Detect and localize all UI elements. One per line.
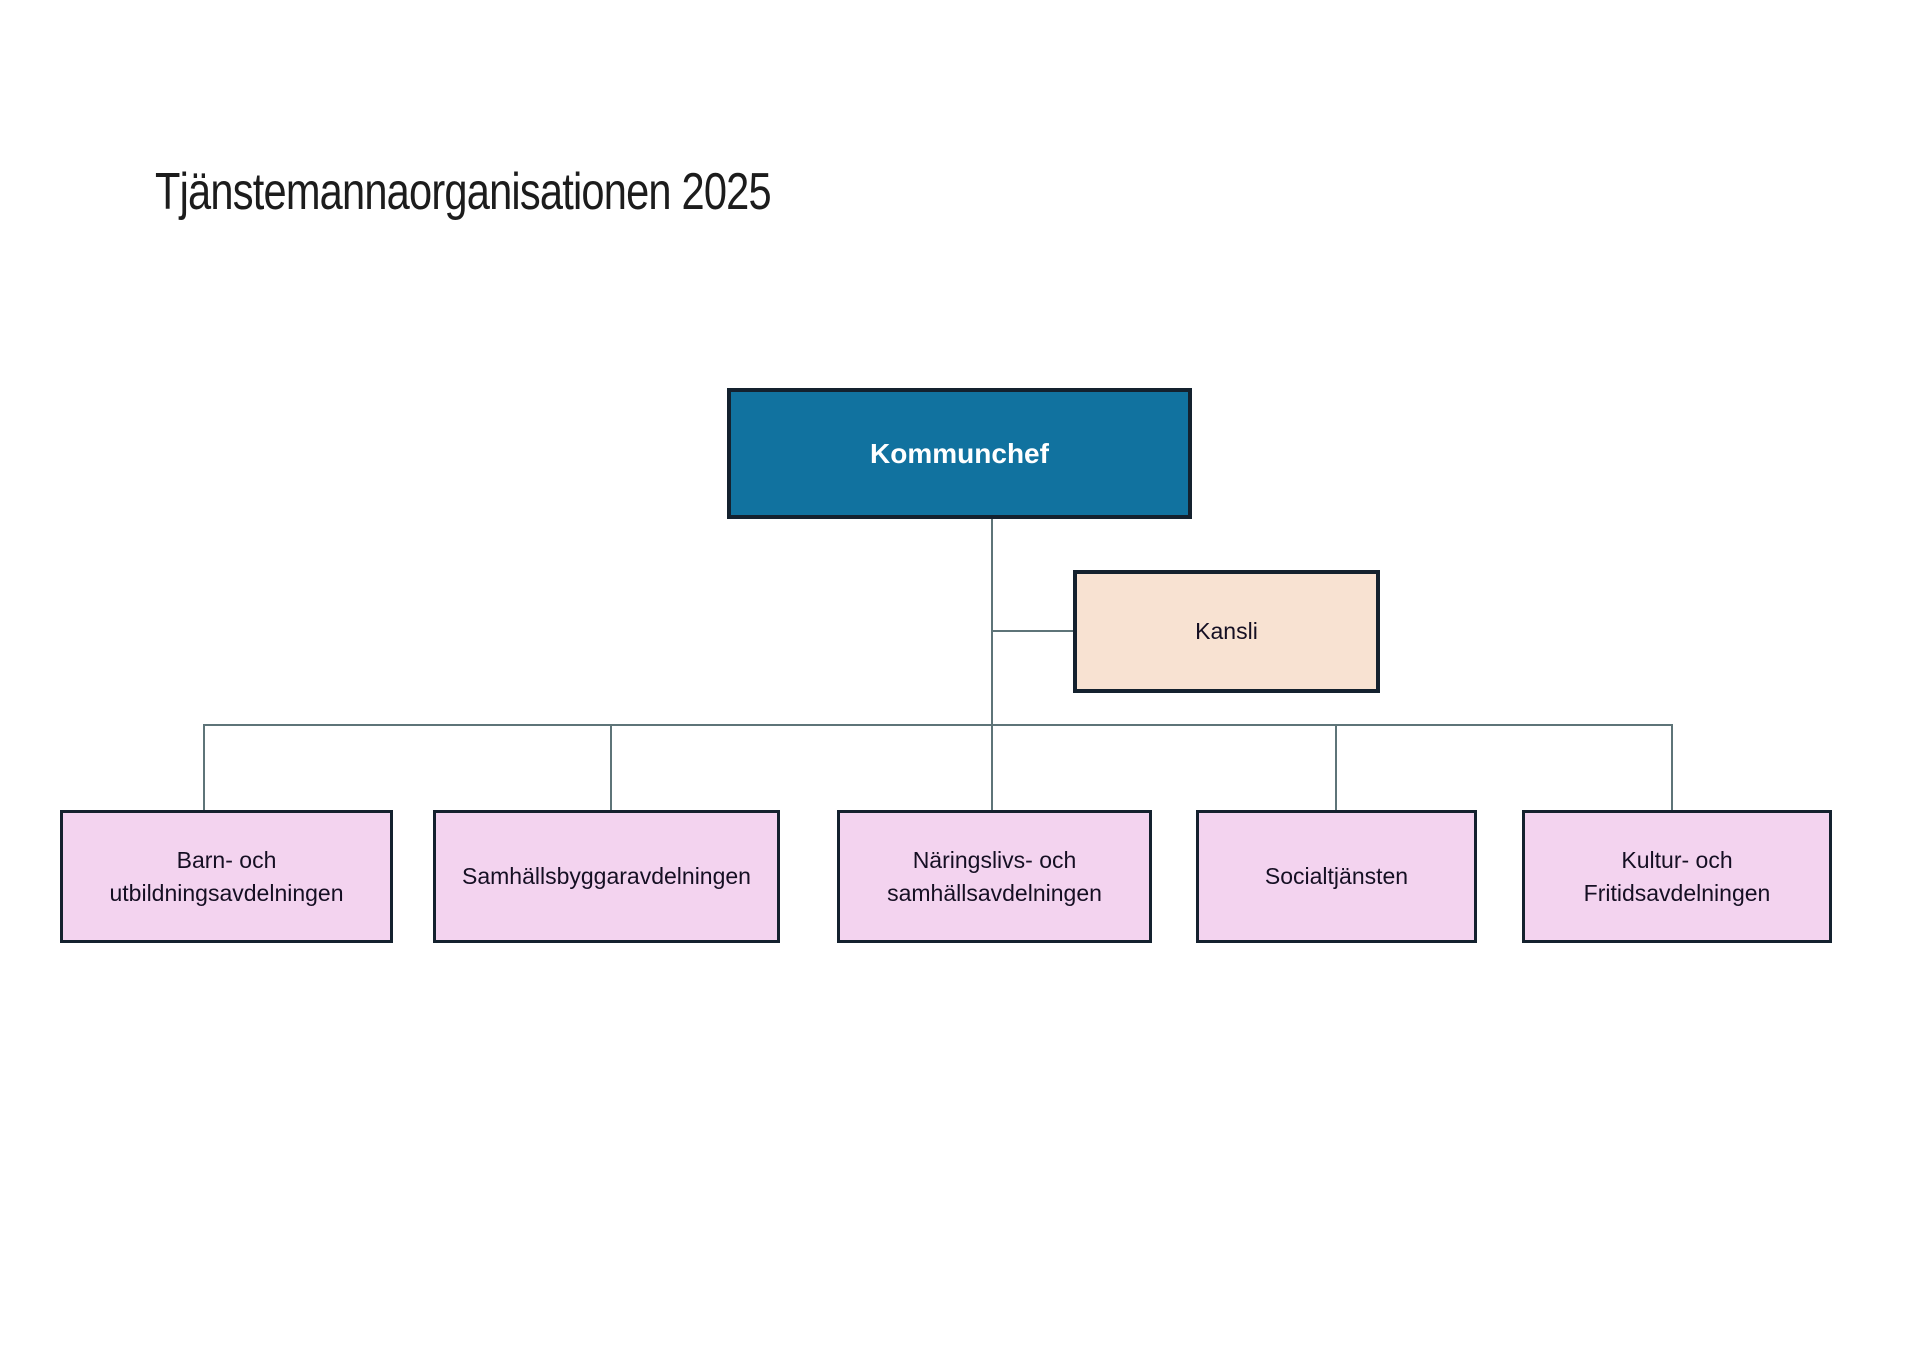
- node-dept-label-line1: Socialtjänsten: [1264, 863, 1409, 889]
- connector-trunk: [991, 519, 993, 810]
- node-kommunchef: Kommunchef: [727, 388, 1192, 519]
- node-kansli: Kansli: [1073, 570, 1380, 693]
- node-dept-kultur-och-fritids: Kultur- och Fritidsavdelningen: [1522, 810, 1832, 943]
- connector-kansli-stub: [991, 630, 1073, 632]
- node-kansli-label: Kansli: [1195, 618, 1258, 644]
- connector-bus: [203, 724, 1671, 726]
- node-dept-label-line1: Barn- och: [176, 846, 277, 873]
- node-dept-label-line1: Kultur- och: [1621, 846, 1733, 873]
- node-dept-barn-och-utbildning: Barn- och utbildningsavdelningen: [60, 810, 393, 943]
- node-dept-naringslivs-och-samhalls: Näringslivs- och samhällsavdelningen: [837, 810, 1152, 943]
- node-dept-label-line1: Samhällsbyggaravdelningen: [462, 863, 751, 889]
- connector-drop-dept-4: [1335, 724, 1337, 810]
- node-dept-samhallsbyggar: Samhällsbyggaravdelningen: [433, 810, 780, 943]
- node-dept-label-line1: Näringslivs- och: [912, 846, 1077, 873]
- node-dept-label-line2: Fritidsavdelningen: [1583, 879, 1771, 906]
- node-dept-label-line2: samhällsavdelningen: [887, 879, 1102, 906]
- connector-drop-dept-2: [610, 724, 612, 810]
- page-title: Tjänstemannaorganisationen 2025: [155, 163, 772, 221]
- connector-drop-dept-1: [203, 724, 205, 810]
- node-kommunchef-label: Kommunchef: [870, 437, 1049, 469]
- node-dept-socialtjansten: Socialtjänsten: [1196, 810, 1477, 943]
- node-dept-label-line2: utbildningsavdelningen: [109, 879, 344, 906]
- connector-drop-dept-5: [1671, 724, 1673, 810]
